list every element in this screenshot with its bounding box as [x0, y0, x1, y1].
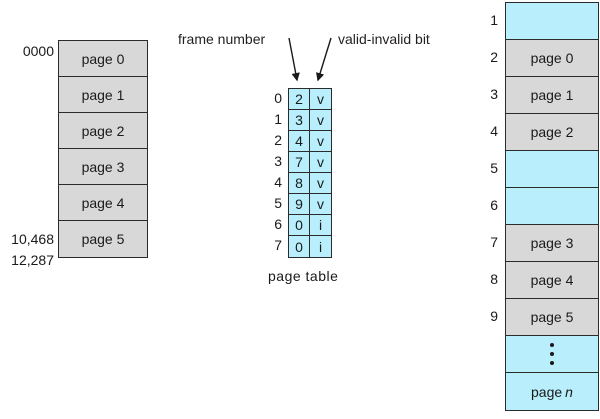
physical-frame-index: 4 [490, 123, 498, 139]
physical-frame-used: page 4 [506, 262, 598, 299]
frame-number-annotation: frame number [178, 31, 266, 47]
physical-frame-free [506, 151, 598, 188]
page-table: 2 v 3 v 4 v 7 v 8 v 9 v 0 i 0 i [288, 88, 332, 258]
page-table-frame-cell: 0 [289, 236, 310, 257]
physical-frame-page-n: page n [506, 373, 598, 410]
logical-memory-table: page 0 page 1 page 2 page 3 page 4 page … [58, 40, 148, 258]
page-table-frame-cell: 7 [289, 152, 310, 173]
physical-frame-index: 6 [490, 197, 498, 213]
page-table-valid-cell: i [310, 215, 331, 236]
page-table-row: 7 v [289, 152, 331, 173]
page-table-row: 3 v [289, 110, 331, 131]
page-table-index: 4 [274, 174, 282, 190]
logical-bottom-address-2: 12,287 [11, 252, 54, 268]
physical-frame-index: 1 [490, 12, 498, 28]
page-table-row: 8 v [289, 173, 331, 194]
page-table-valid-cell: v [310, 173, 331, 194]
page-table-index: 1 [274, 111, 282, 127]
physical-frame-index: 3 [490, 86, 498, 102]
page-table-index: 6 [274, 216, 282, 232]
page-table-frame-cell: 8 [289, 173, 310, 194]
page-table-caption: page table [268, 268, 339, 284]
physical-frame-free [506, 188, 598, 225]
logical-page-cell: page 4 [59, 185, 147, 221]
page-table-valid-cell: v [310, 110, 331, 131]
page-table-frame-cell: 2 [289, 89, 310, 110]
page-table-valid-cell: v [310, 131, 331, 152]
logical-page-cell: page 0 [59, 41, 147, 77]
physical-frame-index: 9 [490, 308, 498, 324]
physical-frame-used: page 5 [506, 299, 598, 336]
page-table-index: 3 [274, 153, 282, 169]
logical-page-cell: page 5 [59, 221, 147, 257]
page-table-row: 0 i [289, 236, 331, 257]
page-table-index: 2 [274, 132, 282, 148]
physical-frame-used: page 2 [506, 114, 598, 151]
page-n-italic: n [565, 383, 573, 400]
physical-frame-index: 2 [490, 49, 498, 65]
page-table-row: 0 i [289, 215, 331, 236]
page-table-frame-cell: 4 [289, 131, 310, 152]
frame-number-arrow [288, 37, 300, 82]
valid-invalid-bit-annotation: valid-invalid bit [338, 31, 430, 47]
physical-frame-page-n-label: page [531, 383, 563, 400]
physical-frame-index: 8 [490, 271, 498, 287]
physical-memory-table: page 0 page 1 page 2 page 3 page 4 page … [505, 2, 599, 411]
page-table-valid-cell: v [310, 89, 331, 110]
physical-frame-used: page 1 [506, 77, 598, 114]
physical-frame-used: page 0 [506, 40, 598, 77]
page-table-frame-cell: 3 [289, 110, 310, 131]
page-table-row: 4 v [289, 131, 331, 152]
vertical-ellipsis-icon [506, 336, 598, 373]
page-table-row: 2 v [289, 89, 331, 110]
page-table-valid-cell: i [310, 236, 331, 257]
physical-frame-index: 5 [490, 160, 498, 176]
valid-invalid-bit-arrow [316, 37, 332, 82]
logical-top-address: 0000 [22, 43, 54, 59]
page-table-frame-cell: 0 [289, 215, 310, 236]
page-table-index: 5 [274, 195, 282, 211]
logical-page-cell: page 3 [59, 149, 147, 185]
logical-page-cell: page 2 [59, 113, 147, 149]
page-table-index: 0 [274, 90, 282, 106]
logical-page-cell: page 1 [59, 77, 147, 113]
page-table-valid-cell: v [310, 194, 331, 215]
page-table-index: 7 [274, 237, 282, 253]
physical-frame-index: 7 [490, 234, 498, 250]
physical-frame-used: page 3 [506, 225, 598, 262]
page-table-frame-cell: 9 [289, 194, 310, 215]
logical-bottom-address-1: 10,468 [11, 231, 54, 247]
page-table-valid-cell: v [310, 152, 331, 173]
page-table-row: 9 v [289, 194, 331, 215]
physical-frame-free [506, 3, 598, 40]
